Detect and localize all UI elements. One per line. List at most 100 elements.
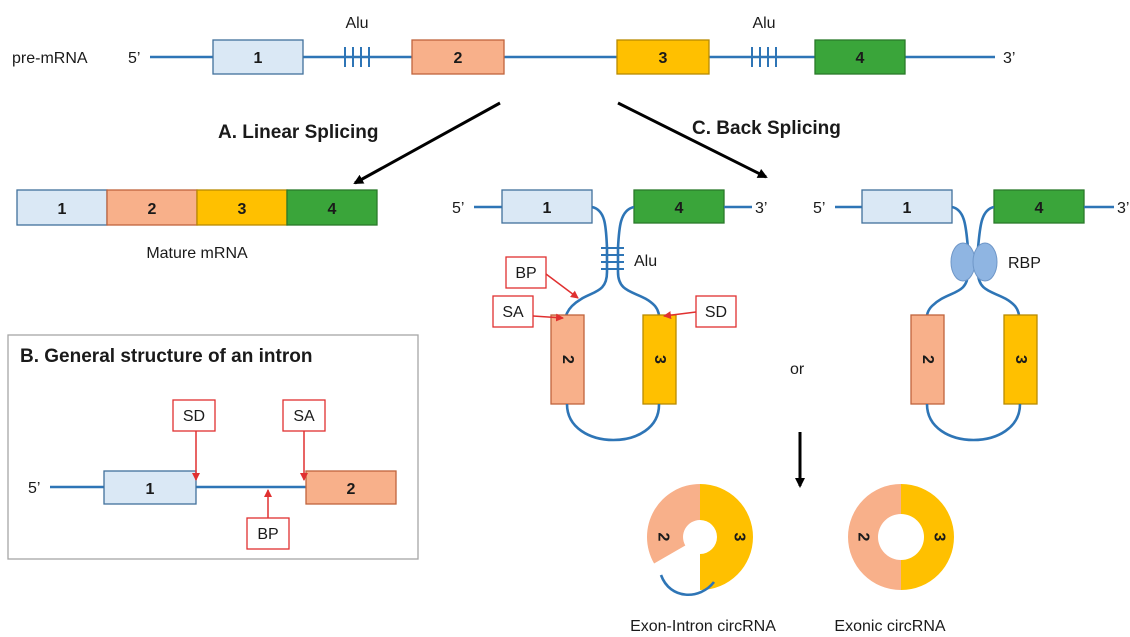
alu-panel-exon-3 [642, 314, 677, 405]
mature-exon-2 [106, 189, 198, 226]
mature-exon-3-label: 3 [238, 201, 247, 218]
alu-panel-sd-box [695, 295, 737, 328]
alu-panel-five-prime: 5’ [452, 200, 464, 217]
mature-exon-2-label: 2 [148, 201, 157, 218]
alu-panel-sa-arrow [532, 313, 564, 322]
eicirc-exon-2-arc [646, 484, 700, 564]
intron-panel-frame [7, 334, 419, 560]
rbp-panel-exon-1 [861, 189, 953, 224]
premrna-alu-right-marks [751, 47, 777, 67]
rbp-backsplice-panel: 5’ 1 4 3’ RBP 2 3 [813, 189, 1129, 442]
rbp-panel-left-intron-stem [925, 205, 970, 317]
premrna-three-prime: 3’ [1003, 50, 1015, 67]
premrna-alu-right-label: Alu [752, 15, 775, 32]
alu-panel-exon-4 [633, 189, 725, 224]
ecirc-exon-2-arc [848, 484, 901, 590]
premrna-exon-4-label: 4 [856, 50, 865, 67]
eicirc-retained-intron [659, 574, 716, 597]
intron-structure-panel: B. General structure of an intron 5’ 1 2… [7, 334, 419, 560]
alu-panel-alu-pairing-marks [601, 247, 624, 270]
rbp-panel-three-prime: 3’ [1117, 200, 1129, 217]
mature-mrna: 1 2 3 4 Mature mRNA [16, 189, 378, 262]
alu-panel-sd-label: SD [705, 304, 727, 321]
alu-panel-left-intron-stem [564, 205, 609, 317]
ecirc-exon-3-label: 3 [931, 533, 948, 542]
intron-sd-box [172, 399, 216, 432]
alu-panel-alu-label: Alu [634, 253, 657, 270]
alu-panel-three-prime: 3’ [755, 200, 767, 217]
mature-exon-1-label: 1 [58, 201, 67, 218]
intron-exon-2-label: 2 [347, 481, 356, 498]
linear-splicing-arrow [353, 101, 501, 185]
premrna-alu-left-label: Alu [345, 15, 368, 32]
premrna-label: pre-mRNA [12, 50, 88, 67]
premrna-exon-1 [212, 39, 304, 75]
alu-panel-exon-2 [550, 314, 585, 405]
mature-exon-1 [16, 189, 108, 226]
intron-sd-label: SD [183, 408, 205, 425]
rbp-panel-right-intron-stem [976, 205, 1021, 317]
rbp-protein-left [950, 242, 976, 282]
ecirc-exon-3-arc [901, 484, 954, 590]
premrna-exon-3-label: 3 [659, 50, 668, 67]
eicirc-exon-3-arc [700, 484, 753, 590]
premrna-exon-2 [411, 39, 505, 75]
intron-exon-1 [103, 470, 197, 505]
premrna-row: pre-mRNA 5’ 3’ 1 2 3 4 Alu Alu [12, 15, 1015, 75]
alu-panel-exon-1-label: 1 [543, 200, 552, 217]
alu-panel-exon-3-label: 3 [651, 355, 668, 364]
intron-bp-label: BP [257, 526, 278, 543]
mature-exon-4-label: 4 [328, 201, 337, 218]
rbp-panel-five-prime: 5’ [813, 200, 825, 217]
intron-sa-box [282, 399, 326, 432]
rbp-panel-exon-4 [993, 189, 1085, 224]
ecirc-rna: 2 3 Exonic circRNA [834, 484, 954, 635]
alu-panel-right-intron-stem [616, 205, 661, 317]
premrna-five-prime: 5’ [128, 50, 140, 67]
rbp-panel-rbp-label: RBP [1008, 255, 1041, 272]
rbp-panel-lower-loop [925, 403, 1022, 442]
alu-panel-lower-loop [565, 403, 661, 442]
eicirc-exon-3-label: 3 [731, 533, 748, 542]
rbp-panel-exon-4-label: 4 [1035, 200, 1044, 217]
alu-panel-exon-4-label: 4 [675, 200, 684, 217]
mature-exon-4 [286, 189, 378, 226]
alu-panel-sa-box [492, 295, 534, 328]
rbp-protein-right [972, 242, 998, 282]
premrna-exon-4 [814, 39, 906, 75]
intron-exon-2 [305, 470, 397, 505]
intron-sa-label: SA [293, 408, 315, 425]
mature-exon-3 [196, 189, 288, 226]
alu-panel-exon-2-label: 2 [559, 355, 576, 364]
intron-exon-1-label: 1 [146, 481, 155, 498]
eicirc-exon-2-label: 2 [655, 533, 672, 542]
intron-panel-title: B. General structure of an intron [20, 346, 312, 367]
eicirc-caption: Exon-Intron circRNA [630, 618, 776, 635]
alu-panel-bp-arrow [545, 273, 579, 299]
ecirc-exon-2-label: 2 [855, 533, 872, 542]
or-label: or [790, 361, 805, 378]
premrna-exon-1-label: 1 [254, 50, 263, 67]
alu-panel-bp-label: BP [515, 265, 536, 282]
premrna-exon-2-label: 2 [454, 50, 463, 67]
rbp-panel-exon-3-label: 3 [1012, 355, 1029, 364]
ecirc-caption: Exonic circRNA [834, 618, 945, 635]
intron-five-prime: 5’ [28, 480, 40, 497]
eicirc-rna: 2 3 Exon-Intron circRNA [630, 484, 776, 635]
mature-mrna-caption: Mature mRNA [146, 245, 248, 262]
linear-splicing-title: A. Linear Splicing [218, 122, 378, 143]
alu-backsplice-panel: 5’ 1 4 3’ Alu 2 3 BP SA SD [452, 189, 767, 442]
alu-panel-sd-arrow [663, 311, 697, 320]
rbp-panel-exon-2 [910, 314, 945, 405]
rbp-panel-exon-3 [1003, 314, 1038, 405]
alu-panel-bp-box [505, 256, 547, 289]
back-splicing-title: C. Back Splicing [692, 118, 841, 139]
back-splicing-arrow [617, 101, 768, 179]
rbp-panel-exon-1-label: 1 [903, 200, 912, 217]
premrna-exon-3 [616, 39, 710, 75]
premrna-alu-left-marks [344, 47, 370, 67]
intron-bp-box [246, 517, 290, 550]
alu-panel-exon-1 [501, 189, 593, 224]
alu-panel-sa-label: SA [502, 304, 524, 321]
